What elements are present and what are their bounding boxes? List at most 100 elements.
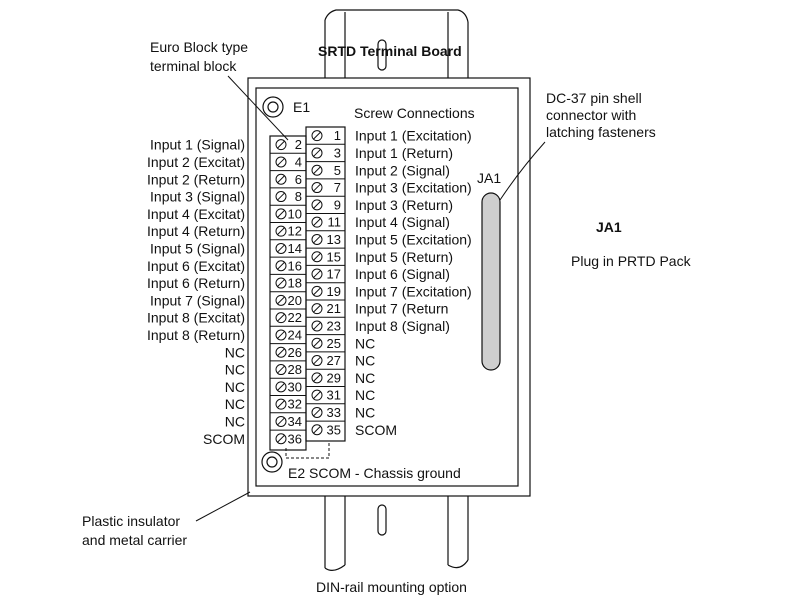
- e1-label: E1: [293, 99, 310, 115]
- terminal-label: Input 3 (Return): [355, 197, 453, 213]
- terminal-label: Input 2 (Excitat): [147, 154, 245, 170]
- metal-carrier: [255, 87, 519, 487]
- plastic-callout: Plastic insulator and metal carrier: [82, 491, 251, 548]
- screw-icon: [275, 139, 287, 151]
- terminal-number: 35: [327, 422, 341, 437]
- terminal-label: NC: [355, 404, 375, 420]
- din-rail-bottom: [324, 495, 469, 571]
- terminal-33: 33 NC: [306, 403, 375, 420]
- dc37-label-line1: DC-37 pin shell: [546, 90, 642, 106]
- terminal-label: Input 7 (Return: [355, 301, 448, 317]
- terminal-15: 15 Input 5 (Return): [306, 247, 453, 265]
- terminal-label: Input 6 (Return): [147, 275, 245, 291]
- terminal-label: Input 1 (Signal): [150, 137, 245, 153]
- terminal-number: 31: [327, 388, 341, 403]
- terminal-label: Input 5 (Return): [355, 249, 453, 265]
- terminal-number: 1: [334, 128, 341, 143]
- e2-mounting-hole: [261, 451, 283, 473]
- screw-icon: [311, 182, 323, 194]
- screw-icon: [275, 312, 287, 324]
- terminal-number: 17: [327, 267, 341, 282]
- terminal-number: 30: [288, 379, 302, 394]
- terminal-number: 10: [288, 206, 302, 221]
- din-rail-label: DIN-rail mounting option: [316, 579, 467, 595]
- screw-icon: [311, 372, 323, 384]
- terminal-number: 6: [295, 172, 302, 187]
- screw-icon: [311, 406, 323, 418]
- terminal-7: 7 Input 3 (Excitation): [306, 178, 472, 196]
- terminal-number: 20: [288, 293, 302, 308]
- dc37-label-line3: latching fasteners: [546, 124, 656, 140]
- terminal-number: 11: [328, 215, 342, 230]
- screw-icon: [275, 381, 287, 393]
- plastic-label-line1: Plastic insulator: [82, 513, 180, 529]
- terminal-label: NC: [355, 353, 375, 369]
- terminal-label: Input 3 (Signal): [150, 189, 245, 205]
- terminal-label: Input 6 (Signal): [355, 266, 450, 282]
- screw-icon: [275, 398, 287, 410]
- screw-icon: [275, 242, 287, 254]
- terminal-number: 22: [288, 310, 302, 325]
- terminal-label: Input 4 (Excitat): [147, 206, 245, 222]
- terminal-number: 7: [334, 180, 341, 195]
- terminal-number: 5: [334, 163, 341, 178]
- terminal-30: 30 NC: [225, 377, 306, 395]
- terminal-number: 15: [327, 249, 341, 264]
- terminal-number: 23: [327, 318, 341, 333]
- terminal-number: 2: [295, 137, 302, 152]
- screw-icon: [275, 173, 287, 185]
- terminal-number: 9: [334, 197, 341, 212]
- terminal-label: Input 5 (Excitation): [355, 231, 472, 247]
- screw-icon: [311, 251, 323, 263]
- e1-mounting-hole: [262, 96, 284, 118]
- terminal-9: 9 Input 3 (Return): [306, 195, 453, 213]
- screw-icon: [275, 156, 287, 168]
- board-title: SRTD Terminal Board: [318, 43, 462, 59]
- terminal-label: Input 7 (Signal): [150, 292, 245, 308]
- din-rail-top: [324, 9, 469, 80]
- screw-icon: [275, 346, 287, 358]
- terminal-number: 12: [288, 224, 302, 239]
- screw-icon: [311, 233, 323, 245]
- terminal-number: 14: [288, 241, 302, 256]
- terminal-label: Input 3 (Excitation): [355, 180, 472, 196]
- terminal-number: 33: [327, 405, 341, 420]
- terminal-label: NC: [225, 379, 245, 395]
- terminal-2: 2 Input 1 (Signal): [150, 137, 302, 153]
- terminal-10: 10 Input 4 (Excitat): [147, 204, 306, 222]
- terminal-number: 3: [334, 145, 341, 160]
- terminal-label: NC: [355, 387, 375, 403]
- screw-icon: [311, 303, 323, 315]
- terminal-20: 20 Input 7 (Signal): [150, 291, 306, 308]
- screw-icon: [311, 355, 323, 367]
- dc37-connector: [481, 192, 501, 371]
- terminal-label: Input 1 (Return): [355, 145, 453, 161]
- terminal-number: 36: [288, 431, 302, 446]
- terminal-number: 4: [295, 154, 302, 169]
- terminal-number: 28: [288, 362, 302, 377]
- terminal-label: NC: [225, 344, 245, 360]
- screw-icon: [311, 337, 323, 349]
- euro-block-callout: Euro Block type terminal block: [150, 39, 289, 141]
- screw-icon: [311, 424, 323, 436]
- terminal-label: NC: [225, 396, 245, 412]
- terminal-31: 31 NC: [306, 386, 375, 403]
- screw-icon: [311, 268, 323, 280]
